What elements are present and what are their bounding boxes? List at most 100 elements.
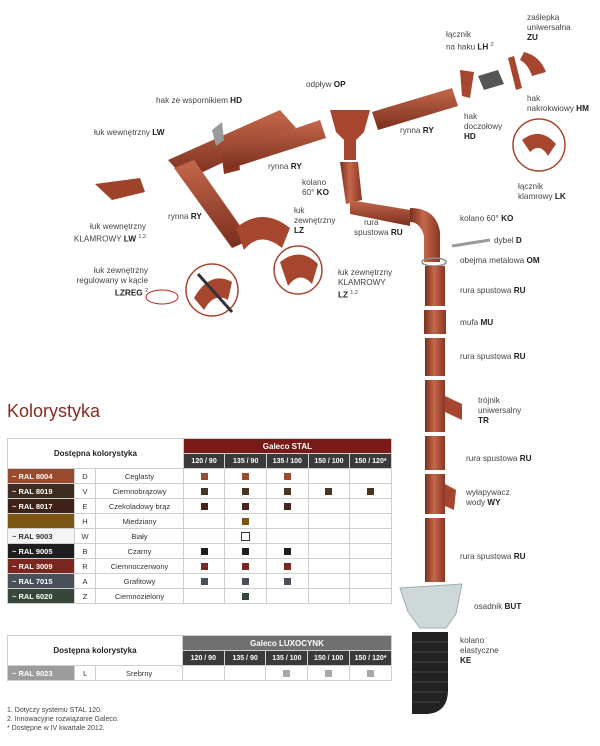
availability-cell xyxy=(224,543,267,559)
downpipe-4 xyxy=(425,518,445,582)
availability-cell xyxy=(349,498,392,514)
availability-cell xyxy=(266,543,309,559)
color-swatch xyxy=(200,563,208,571)
color-swatch xyxy=(242,518,250,526)
availability-cell xyxy=(349,665,392,681)
color-letter: L xyxy=(74,665,97,681)
color-letter: D xyxy=(73,468,97,484)
availability-cell xyxy=(224,528,267,544)
label-rynna-left: rynna RY xyxy=(168,212,202,221)
color-letter: H xyxy=(73,513,97,529)
availability-cell xyxy=(266,588,309,604)
color-swatch xyxy=(242,488,250,496)
hook-lh xyxy=(460,70,474,98)
ral-code xyxy=(7,513,75,529)
availability-cell xyxy=(307,513,351,529)
availability-cell xyxy=(349,588,392,604)
color-swatch xyxy=(242,563,250,571)
availability-cell xyxy=(182,483,226,499)
color-swatch xyxy=(325,670,333,678)
availability-cell xyxy=(181,665,225,681)
color-swatch xyxy=(200,503,208,511)
label-rura-1: rura spustowa RU xyxy=(460,286,526,295)
stal-size-3: 150 / 100 xyxy=(307,453,351,469)
availability-cell xyxy=(349,573,392,589)
color-letter: V xyxy=(73,483,97,499)
availability-cell xyxy=(307,573,351,589)
availability-cell xyxy=(307,665,351,681)
footnotes: 1. Dotyczy systemu STAL 120. 2. Innowacy… xyxy=(7,706,119,733)
availability-cell xyxy=(307,528,351,544)
availability-cell xyxy=(182,573,226,589)
availability-cell xyxy=(182,513,226,529)
ral-code: ~ RAL 7015 xyxy=(7,573,75,589)
availability-cell xyxy=(349,528,392,544)
color-letter: A xyxy=(73,573,97,589)
socket-mu xyxy=(424,310,446,334)
availability-cell xyxy=(307,588,351,604)
trap-wy xyxy=(425,474,456,514)
elbow-right xyxy=(410,208,440,262)
lux-size-3: 150 / 100 xyxy=(307,650,351,666)
availability-cell xyxy=(224,468,267,484)
stal-size-4: 150 / 120* xyxy=(349,453,392,469)
color-swatch xyxy=(200,473,208,481)
availability-cell xyxy=(265,665,309,681)
label-hak-wspornik: hak ze wspornikiem HD xyxy=(156,96,242,105)
downpipe-2 xyxy=(425,338,445,376)
tee-tr xyxy=(425,380,462,432)
label-luk-wew: łuk wewnętrzny LW xyxy=(94,128,165,137)
footnote-2: 2. Innowacyjne rozwiązanie Galeco. xyxy=(7,716,119,723)
footnote-1: 1. Dotyczy systemu STAL 120. xyxy=(7,707,102,714)
sump-but xyxy=(399,583,463,629)
elbow-top xyxy=(340,162,362,204)
availability-cell xyxy=(307,543,351,559)
ral-code: ~ RAL 9003 xyxy=(7,528,75,544)
color-swatch xyxy=(242,473,250,481)
gutter-right xyxy=(372,88,458,130)
color-name: Czekoladowy brąz xyxy=(95,498,184,514)
new-badge xyxy=(145,289,179,305)
availability-cell xyxy=(349,543,392,559)
availability-cell xyxy=(266,528,309,544)
lux-size-1: 135 / 90 xyxy=(223,650,267,666)
bracket-hd xyxy=(478,70,504,90)
label-obejma: obejma metalowa OM xyxy=(460,256,540,265)
availability-cell xyxy=(223,665,267,681)
availability-cell xyxy=(224,513,267,529)
label-mufa: mufa MU xyxy=(460,318,494,327)
ral-code: ~ RAL 9023 xyxy=(6,665,76,681)
color-swatch xyxy=(242,578,250,586)
color-swatch xyxy=(283,473,291,481)
color-swatch xyxy=(242,593,250,601)
lux-size-2: 135 / 100 xyxy=(265,650,309,666)
color-swatch xyxy=(283,578,291,586)
ral-code: ~ RAL 9005 xyxy=(7,543,75,559)
color-swatch xyxy=(242,548,250,556)
availability-cell xyxy=(182,543,226,559)
availability-cell xyxy=(182,468,226,484)
label-kolano-right: kolano 60° KO xyxy=(460,214,514,223)
section-title: Kolorystyka xyxy=(7,401,101,421)
label-rura-2: rura spustowa RU xyxy=(460,352,526,361)
color-swatch xyxy=(283,503,291,511)
corner-lw xyxy=(95,178,145,200)
color-letter: W xyxy=(73,528,97,544)
stal-header-left: Dostępna kolorystyka xyxy=(7,438,184,469)
color-swatch xyxy=(367,670,375,678)
color-swatch xyxy=(200,548,208,556)
